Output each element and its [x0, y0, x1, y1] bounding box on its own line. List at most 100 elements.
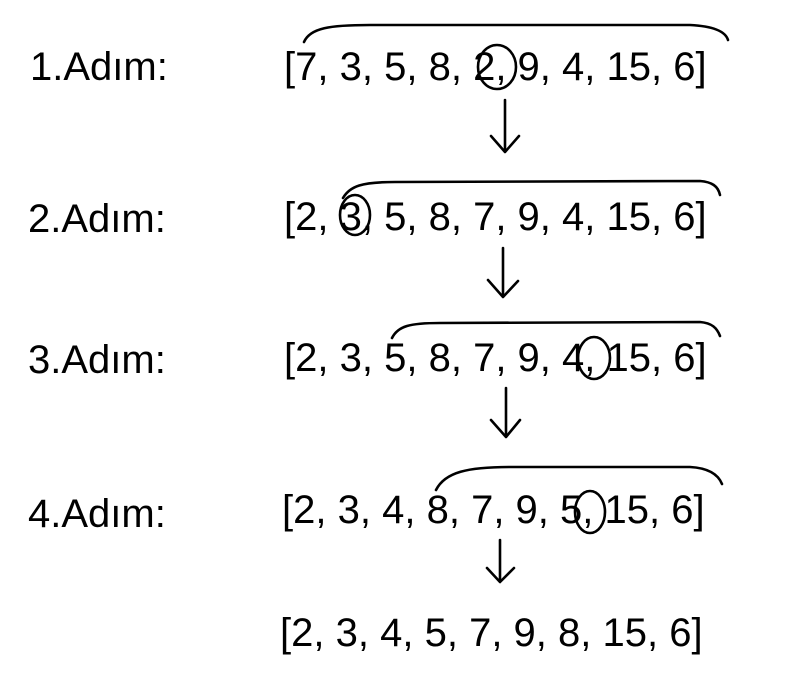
array-element: 3	[339, 45, 362, 89]
separator: ,	[450, 45, 474, 89]
separator: ,	[404, 488, 427, 532]
array-element: 3	[335, 611, 358, 655]
separator: ,	[317, 336, 340, 380]
separator: ,	[495, 336, 518, 380]
separator: ,	[359, 488, 383, 532]
array-element: 8	[428, 45, 451, 89]
separator: ,	[493, 488, 516, 532]
array-element: 7	[471, 488, 494, 532]
open-bracket: [	[282, 488, 294, 532]
array-element: 4	[382, 488, 405, 532]
separator: ,	[495, 45, 518, 89]
array-element: 8	[426, 488, 449, 532]
down-arrow-icon	[485, 538, 516, 584]
unsorted-bracket-4	[434, 465, 724, 492]
separator: ,	[406, 195, 429, 239]
array-element: 2	[293, 488, 316, 532]
open-bracket: [	[284, 45, 296, 89]
separator: ,	[450, 336, 474, 380]
array-element: 15	[606, 336, 652, 380]
separator: ,	[649, 488, 672, 532]
array-element: 7	[473, 195, 496, 239]
step-label-4: 4.Adım:	[28, 492, 166, 536]
result-array: [2, 3, 4, 5, 7, 9, 8, 15, 6]	[280, 613, 703, 653]
separator: ,	[647, 611, 670, 655]
separator: ,	[361, 195, 385, 239]
close-bracket: ]	[695, 195, 707, 239]
unsorted-bracket-1	[302, 23, 730, 44]
close-bracket: ]	[691, 611, 703, 655]
step-label-2: 2.Adım:	[28, 197, 166, 241]
separator: ,	[539, 45, 563, 89]
separator: ,	[651, 336, 674, 380]
array-element: 8	[428, 336, 451, 380]
array-element: 3	[339, 336, 362, 380]
down-arrow-icon	[489, 98, 521, 154]
array-element: 2	[295, 195, 318, 239]
array-element: 5	[384, 336, 407, 380]
separator: ,	[448, 488, 472, 532]
step-label-1: 1.Adım:	[30, 45, 168, 89]
separator: ,	[584, 45, 607, 89]
close-bracket: ]	[695, 45, 707, 89]
separator: ,	[450, 195, 474, 239]
array-element: 4	[380, 611, 403, 655]
close-bracket: ]	[693, 488, 705, 532]
array-element: 9	[517, 45, 540, 89]
separator: ,	[495, 195, 518, 239]
step-array-4: [2, 3, 4, 8, 7, 9, 5, 15, 6]	[282, 490, 705, 530]
separator: ,	[584, 336, 607, 380]
array-element: 15	[602, 611, 648, 655]
separator: ,	[313, 611, 336, 655]
array-element: 6	[673, 336, 696, 380]
separator: ,	[582, 488, 605, 532]
separator: ,	[651, 45, 674, 89]
separator: ,	[539, 336, 563, 380]
array-element: 9	[513, 611, 536, 655]
separator: ,	[361, 45, 385, 89]
array-element: 5	[424, 611, 447, 655]
array-element: 2	[291, 611, 314, 655]
array-element: 9	[515, 488, 538, 532]
array-element: 4	[562, 336, 585, 380]
array-element: 2	[473, 45, 496, 89]
array-element: 8	[558, 611, 581, 655]
array-element: 3	[337, 488, 360, 532]
separator: ,	[491, 611, 514, 655]
array-element: 3	[339, 195, 362, 239]
separator: ,	[580, 611, 603, 655]
down-arrow-icon	[486, 246, 520, 299]
separator: ,	[357, 611, 381, 655]
array-element: 7	[469, 611, 492, 655]
separator: ,	[651, 195, 674, 239]
array-element: 15	[606, 195, 652, 239]
array-element: 7	[295, 45, 318, 89]
close-bracket: ]	[695, 336, 707, 380]
separator: ,	[402, 611, 425, 655]
step-array-1: [7, 3, 5, 8, 2, 9, 4, 15, 6]	[284, 47, 707, 87]
array-element: 6	[673, 195, 696, 239]
separator: ,	[406, 45, 429, 89]
separator: ,	[361, 336, 385, 380]
open-bracket: [	[284, 195, 296, 239]
array-element: 4	[562, 45, 585, 89]
array-element: 6	[673, 45, 696, 89]
array-element: 15	[606, 45, 652, 89]
array-element: 9	[517, 336, 540, 380]
separator: ,	[539, 195, 563, 239]
array-element: 15	[604, 488, 650, 532]
separator: ,	[315, 488, 338, 532]
down-arrow-icon	[489, 386, 522, 439]
array-element: 7	[473, 336, 496, 380]
array-element: 8	[428, 195, 451, 239]
open-bracket: [	[284, 336, 296, 380]
array-element: 9	[517, 195, 540, 239]
array-element: 5	[384, 45, 407, 89]
separator: ,	[584, 195, 607, 239]
array-element: 5	[560, 488, 583, 532]
separator: ,	[535, 611, 559, 655]
array-element: 6	[669, 611, 692, 655]
separator: ,	[406, 336, 429, 380]
separator: ,	[446, 611, 470, 655]
open-bracket: [	[280, 611, 292, 655]
